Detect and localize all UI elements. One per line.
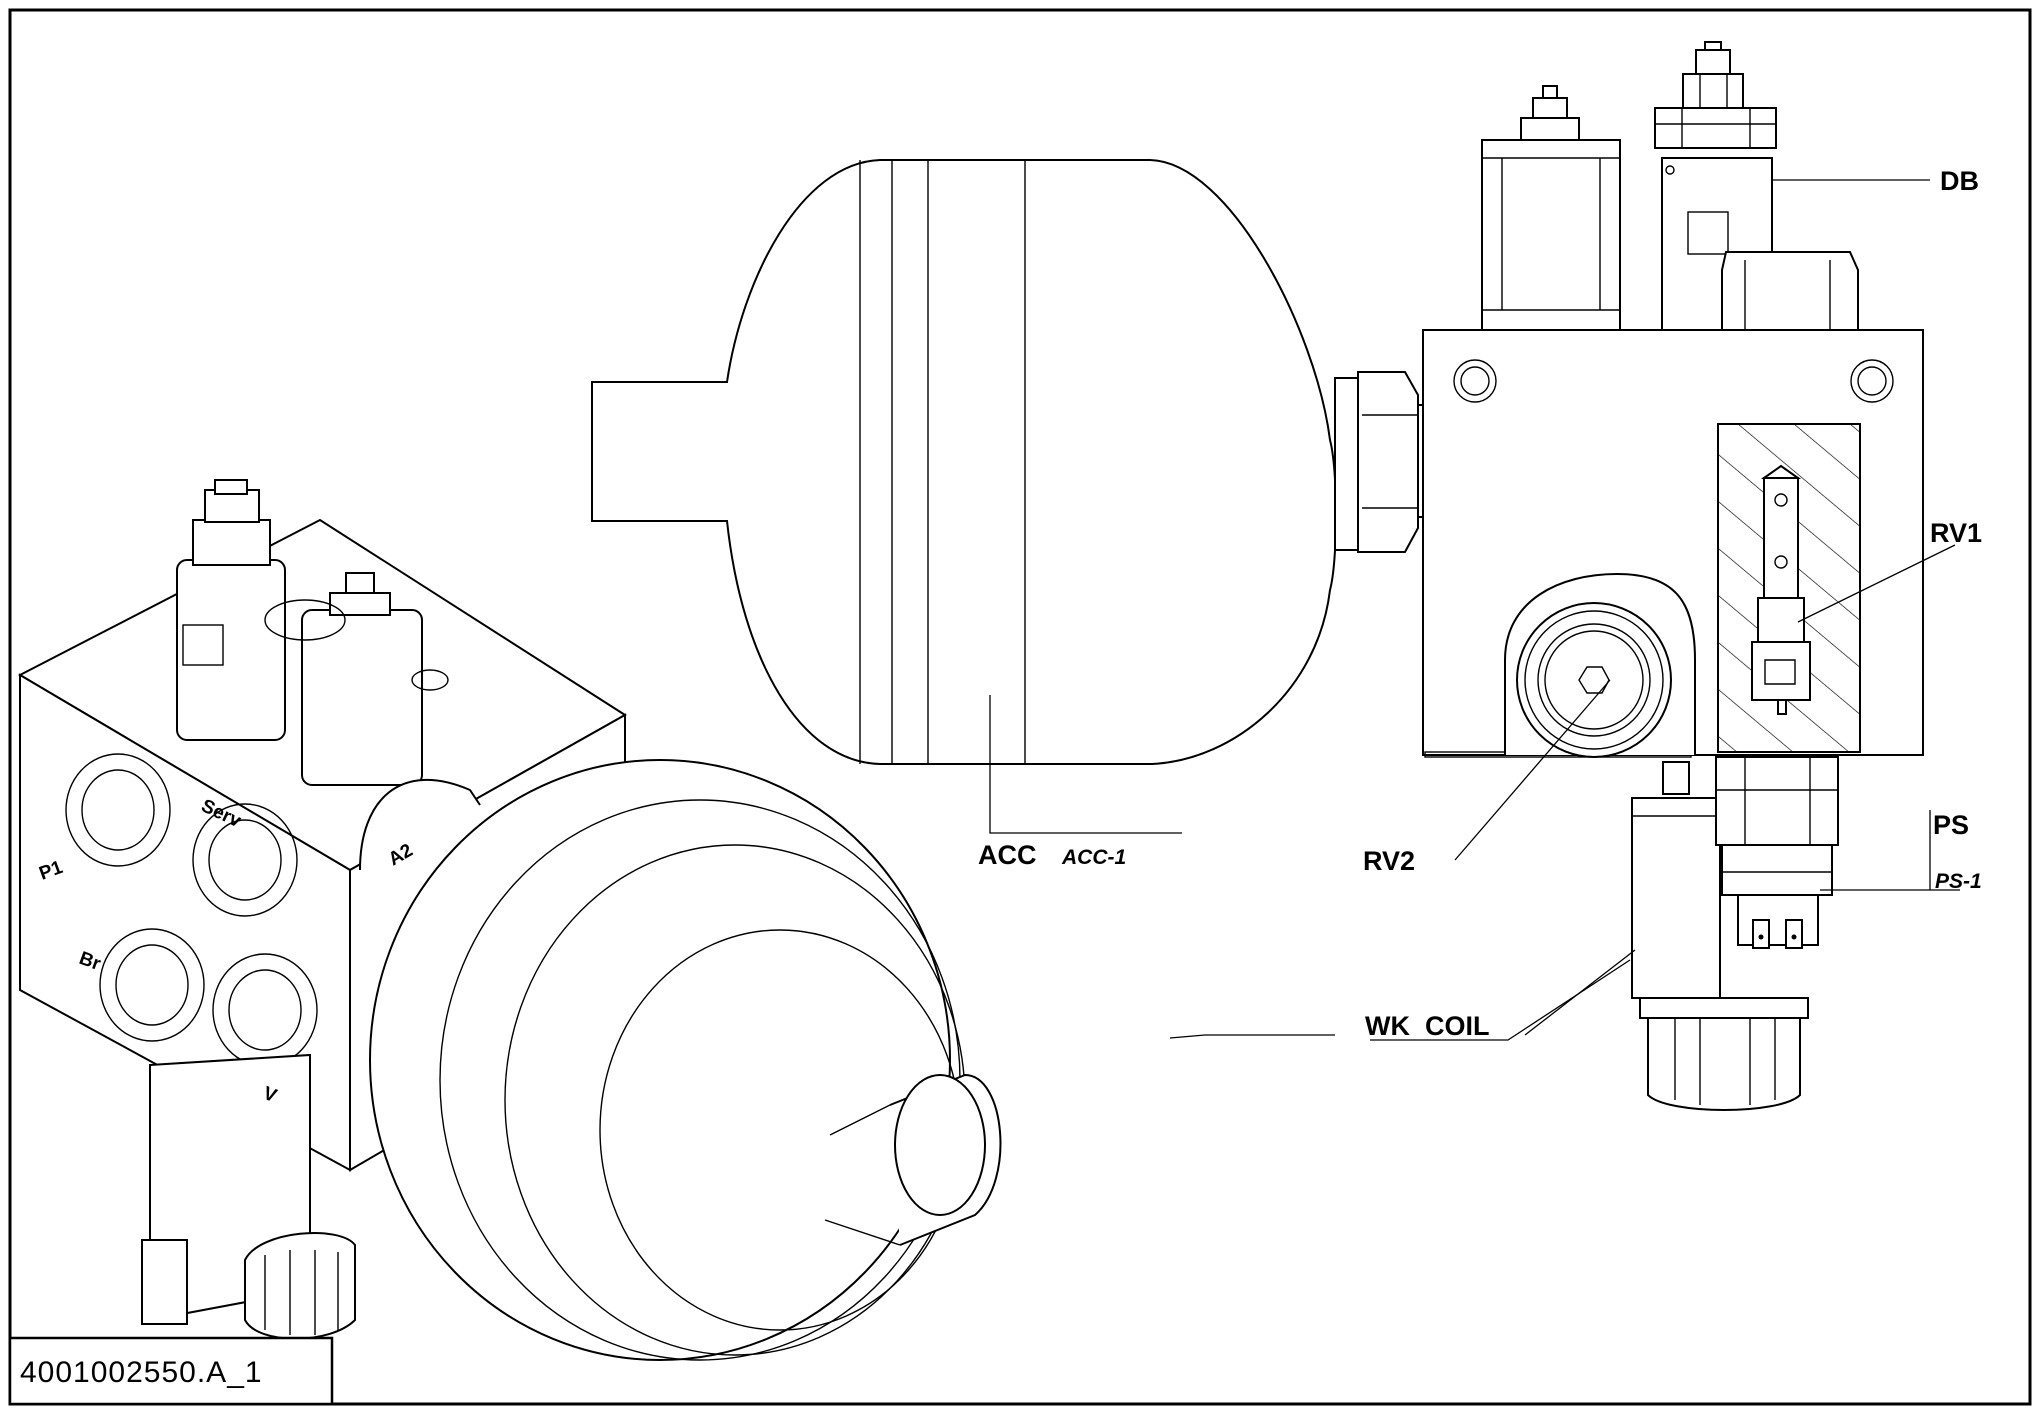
callout-ps: PS (1933, 810, 1969, 840)
accumulator-isometric-view (359, 759, 1002, 1361)
callout-wk-coil: WK COIL (1365, 1011, 1489, 1041)
callout-acc-sub: ACC-1 (1061, 846, 1126, 869)
callout-acc: ACC (978, 840, 1037, 870)
accumulator-side-view (591, 159, 1427, 765)
callout-rv2: RV2 (1363, 846, 1415, 876)
callout-leader-lines (989, 179, 1960, 1041)
callout-ps-sub: PS-1 (1935, 870, 1982, 893)
valve-block-front-view (1422, 41, 1924, 1111)
drawing-id-box (8, 1336, 334, 1406)
drawing-frame (8, 8, 2032, 1406)
drawing-id: 4001002550.A_1 (20, 1356, 263, 1389)
callout-rv1: RV1 (1930, 518, 1982, 548)
callout-db: DB (1940, 166, 1979, 196)
